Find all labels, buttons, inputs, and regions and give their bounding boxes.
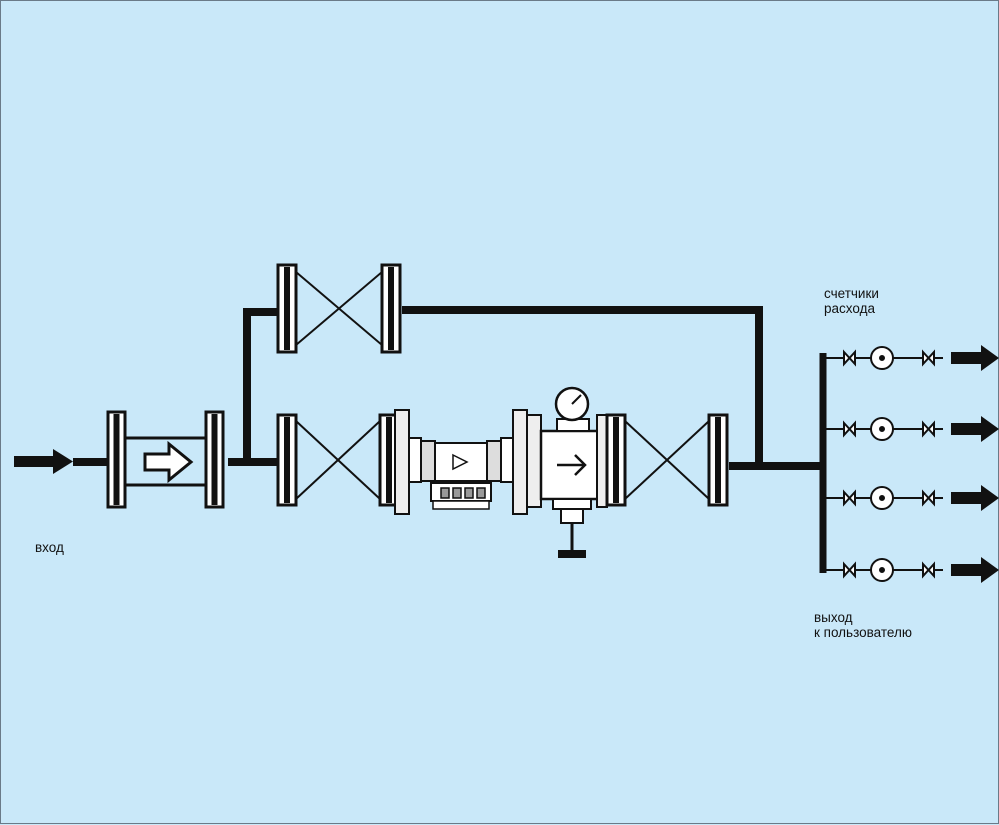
outlet-arrow-icon [951, 485, 999, 511]
gate-valve-icon [605, 413, 729, 507]
flow-meters-label-line2: расхода [824, 301, 875, 316]
inlet-arrow-icon [14, 449, 73, 474]
y-strainer [394, 409, 528, 515]
outlet-label-line1: выход [814, 610, 853, 625]
meter-branch [823, 346, 943, 370]
inlet-label: вход [35, 540, 64, 555]
pressure-regulator [526, 411, 608, 558]
gate-valve-icon [276, 413, 400, 507]
pipe-network [73, 306, 826, 470]
inlet-strainer [106, 410, 225, 509]
outlet-arrow-icon [951, 416, 999, 442]
meter-branch [823, 558, 943, 582]
outlet-arrow-icon [951, 345, 999, 371]
pressure-gauge-icon [554, 386, 590, 422]
filter-flow-arrow-icon [143, 440, 194, 484]
meter-branch [823, 417, 943, 441]
meter-branch [823, 486, 943, 510]
outlet-arrow-icon [951, 557, 999, 583]
gate-valve-icon [276, 263, 402, 354]
flow-meters-label-line1: счетчики [824, 286, 879, 301]
outlet-label-line2: к пользователю [814, 625, 912, 640]
